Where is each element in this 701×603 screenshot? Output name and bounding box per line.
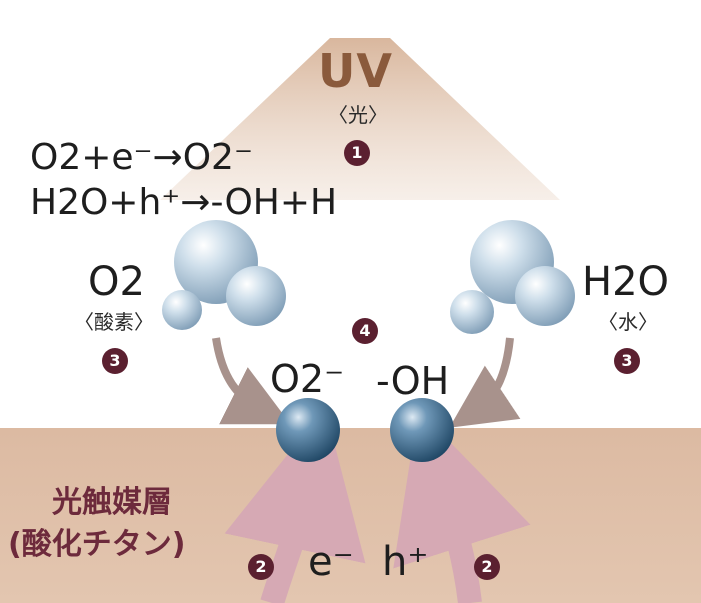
superoxide-label: O2⁻ xyxy=(270,357,345,401)
hole-label: h⁺ xyxy=(382,539,429,585)
step-badge-2-right: 2 xyxy=(474,554,500,580)
hydroxyl-sphere xyxy=(390,398,454,462)
uv-light-cone xyxy=(160,38,560,200)
uv-label: UV xyxy=(318,44,393,98)
hydroxyl-label: -OH xyxy=(376,359,450,403)
water-molecule xyxy=(450,220,575,334)
step-badge-4: 4 xyxy=(352,318,378,344)
water-name: 〈水〉 xyxy=(598,310,658,334)
oxygen-formula: O2 xyxy=(88,259,145,305)
step-badge-3-oxygen: 3 xyxy=(102,348,128,374)
step-badge-1: 1 xyxy=(344,140,370,166)
equation-water: H2O+h⁺→-OH+H xyxy=(30,182,338,223)
titanium-oxide-label: (酸化チタン) xyxy=(8,527,186,562)
electron-arrow xyxy=(224,407,366,603)
oxygen-molecule xyxy=(162,220,286,330)
water-to-surface-arrow xyxy=(449,337,521,428)
uv-light-label: 〈光〉 xyxy=(328,103,388,127)
oxygen-to-surface-arrow xyxy=(212,337,291,425)
step-badge-3-water: 3 xyxy=(614,348,640,374)
hole-arrow xyxy=(393,409,531,603)
equation-oxygen: O2+e⁻→O2⁻ xyxy=(30,137,253,178)
water-formula: H2O xyxy=(582,259,670,305)
photocatalyst-layer-label: 光触媒層 xyxy=(52,485,172,520)
superoxide-sphere xyxy=(276,398,340,462)
electron-label: e⁻ xyxy=(308,539,354,585)
oxygen-name: 〈酸素〉 xyxy=(74,310,154,334)
step-badge-2-left: 2 xyxy=(248,554,274,580)
